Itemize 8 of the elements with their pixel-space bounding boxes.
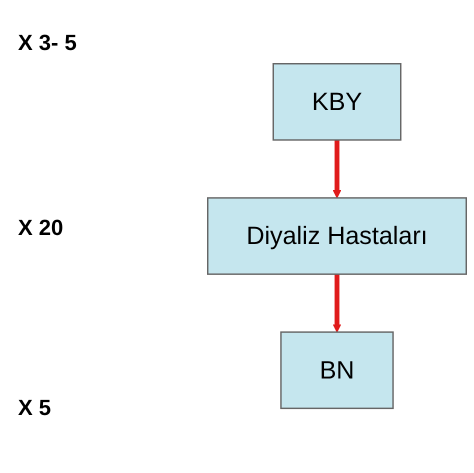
arrow — [332, 140, 342, 199]
arrow — [332, 274, 342, 333]
node-box: Diyaliz Hastaları — [207, 198, 467, 276]
multiplier-label: X 20 — [18, 215, 64, 241]
multiplier-label: X 5 — [18, 395, 52, 421]
multiplier-label: X 3- 5 — [18, 30, 77, 56]
node-box: BN — [280, 332, 394, 410]
node-box: KBY — [272, 63, 402, 142]
